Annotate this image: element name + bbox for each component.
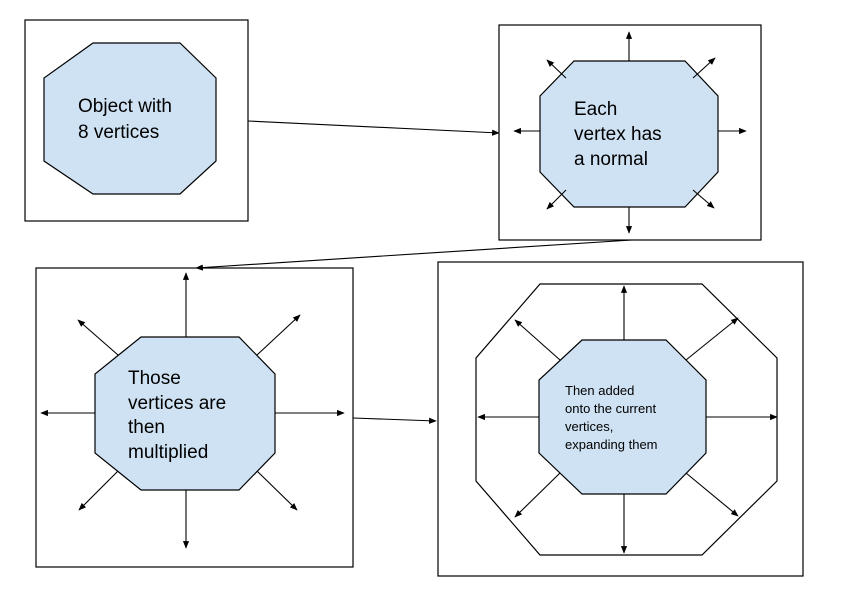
panel-expanded: Then added onto the current vertices, ex… <box>437 261 804 577</box>
octagon-shape <box>43 42 217 195</box>
label-line: Object with <box>78 96 172 117</box>
panel-object-label: Object with 8 vertices <box>78 96 177 143</box>
flow-arrow <box>247 120 500 136</box>
label-line: Each <box>574 99 617 120</box>
panel-expanded-label: Then added onto the current vertices, ex… <box>565 383 660 452</box>
flow-arrow <box>195 239 633 271</box>
normal-arrow <box>692 189 715 209</box>
scaled-normal-arrow <box>256 470 298 511</box>
octagon-shape <box>538 339 707 495</box>
label-line: 8 vertices <box>78 122 159 143</box>
flow-arrow <box>352 417 437 424</box>
normal-arrow <box>546 59 567 79</box>
label-line: multiplied <box>128 442 208 463</box>
label-line: expanding them <box>565 437 658 452</box>
offset-arrow <box>685 472 739 517</box>
panel-multiplied-label: Those vertices are then multiplied <box>128 368 231 463</box>
panel-object: Object with 8 vertices <box>24 19 249 222</box>
label-line: Then added <box>565 383 634 398</box>
octagon-shape <box>94 336 276 491</box>
label-line: then <box>128 417 165 438</box>
panel-multiplied: Those vertices are then multiplied <box>35 267 354 568</box>
flow-connectors <box>195 120 633 424</box>
normal-arrow <box>546 189 567 210</box>
label-line: onto the current <box>565 401 656 416</box>
scaled-normal-arrow <box>77 319 119 356</box>
panel-normals-label: Each vertex has a normal <box>574 99 667 170</box>
offset-arrow <box>685 317 739 361</box>
normal-arrows <box>513 31 747 234</box>
expanded-octagon-outline <box>475 283 778 556</box>
label-line: vertex has <box>574 124 662 145</box>
label-line: vertices, <box>565 419 613 434</box>
scaled-normal-arrows <box>40 272 345 549</box>
scaled-normal-arrow <box>256 314 301 356</box>
offset-arrow <box>514 472 561 518</box>
label-line: a normal <box>574 149 648 170</box>
scaled-normal-arrow <box>78 470 119 511</box>
offset-arrow <box>514 319 561 361</box>
panel-normals: Each vertex has a normal <box>498 24 762 241</box>
offset-arrows <box>477 285 778 554</box>
normal-arrow <box>692 57 716 79</box>
octagon-shape <box>539 60 719 208</box>
label-line: Those <box>128 368 181 389</box>
label-line: vertices are <box>128 393 226 414</box>
